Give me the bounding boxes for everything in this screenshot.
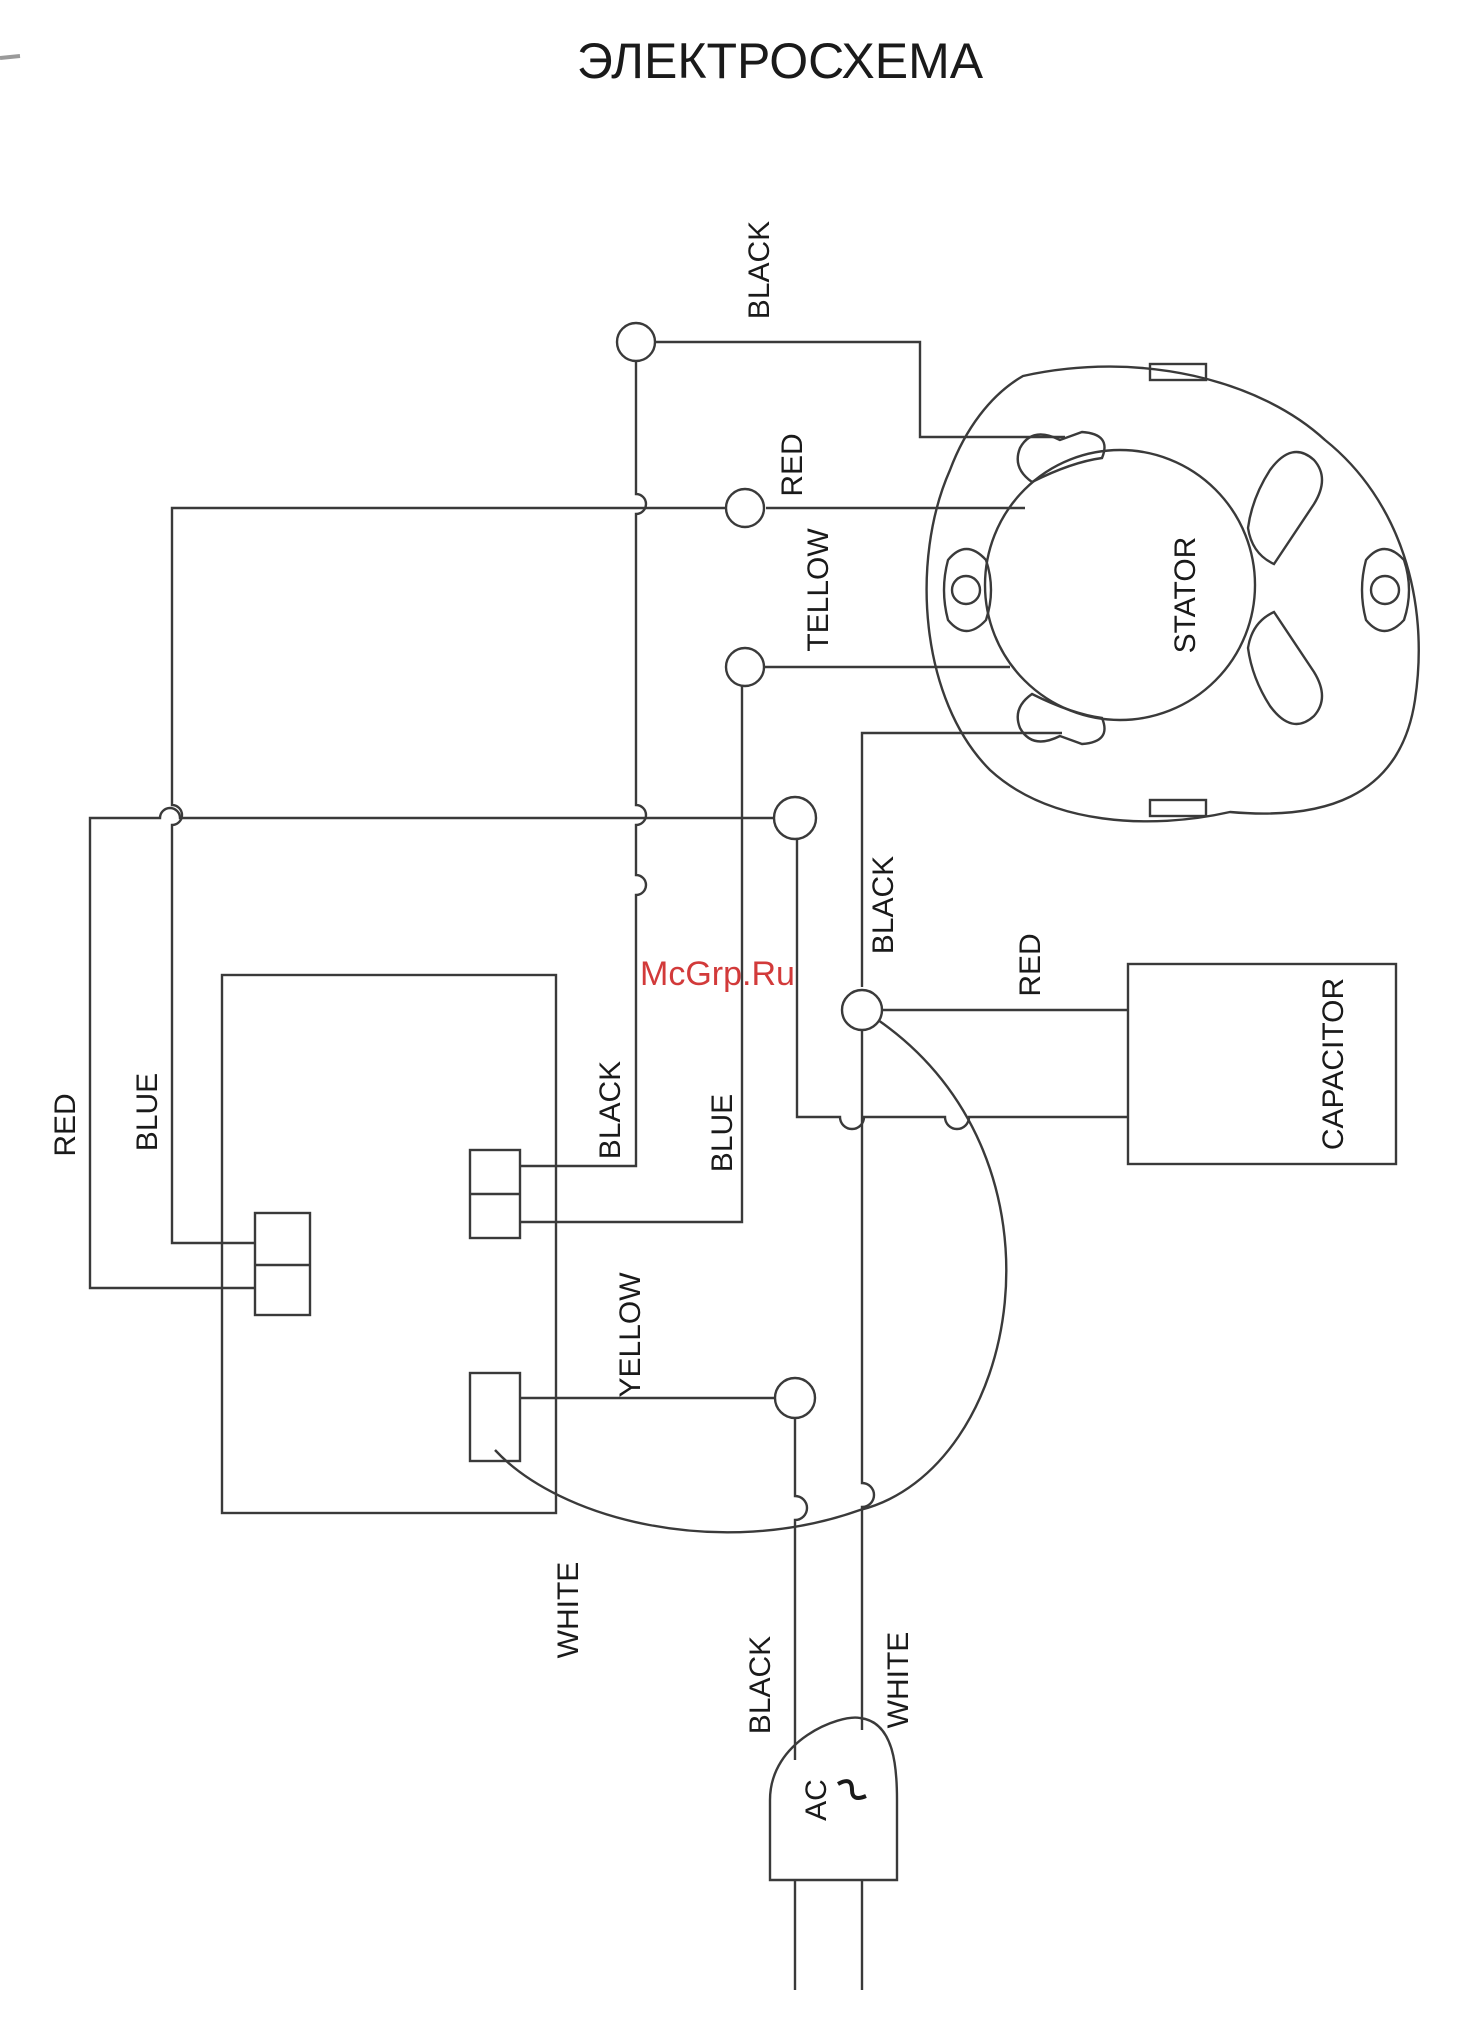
label-red-left: RED bbox=[49, 1093, 82, 1156]
capacitor: CAPACITOR bbox=[1128, 964, 1396, 1164]
label-red-top: RED bbox=[776, 433, 809, 496]
watermark: McGrp.Ru bbox=[640, 955, 795, 993]
wires bbox=[90, 342, 1128, 1760]
corner-mark bbox=[0, 56, 20, 58]
label-red-cap: RED bbox=[1014, 933, 1047, 996]
ac-wave-icon bbox=[838, 1781, 866, 1798]
label-black-top: BLACK bbox=[743, 221, 776, 319]
label-black-switch: BLACK bbox=[594, 1061, 627, 1159]
label-white-plug: WHITE bbox=[882, 1632, 915, 1729]
label-yellow-low: YELLOW bbox=[614, 1272, 647, 1398]
diagram-title: ЭЛЕКТРОСХЕМА bbox=[577, 33, 984, 89]
label-white-left: WHITE bbox=[552, 1562, 585, 1659]
ac-label: AC bbox=[800, 1779, 833, 1821]
label-black-plug: BLACK bbox=[744, 1636, 777, 1734]
terminals bbox=[617, 323, 882, 1418]
label-black-mid: BLACK bbox=[867, 856, 900, 954]
label-yellow-top: TELLOW bbox=[802, 528, 835, 652]
label-blue-switch: BLUE bbox=[706, 1094, 739, 1172]
ac-plug: AC bbox=[770, 1718, 897, 1990]
capacitor-label: CAPACITOR bbox=[1317, 978, 1350, 1150]
label-blue-left: BLUE bbox=[131, 1073, 164, 1151]
switch-block bbox=[222, 975, 556, 1513]
stator-label: STATOR bbox=[1169, 537, 1202, 654]
stator: STATOR bbox=[927, 364, 1419, 821]
